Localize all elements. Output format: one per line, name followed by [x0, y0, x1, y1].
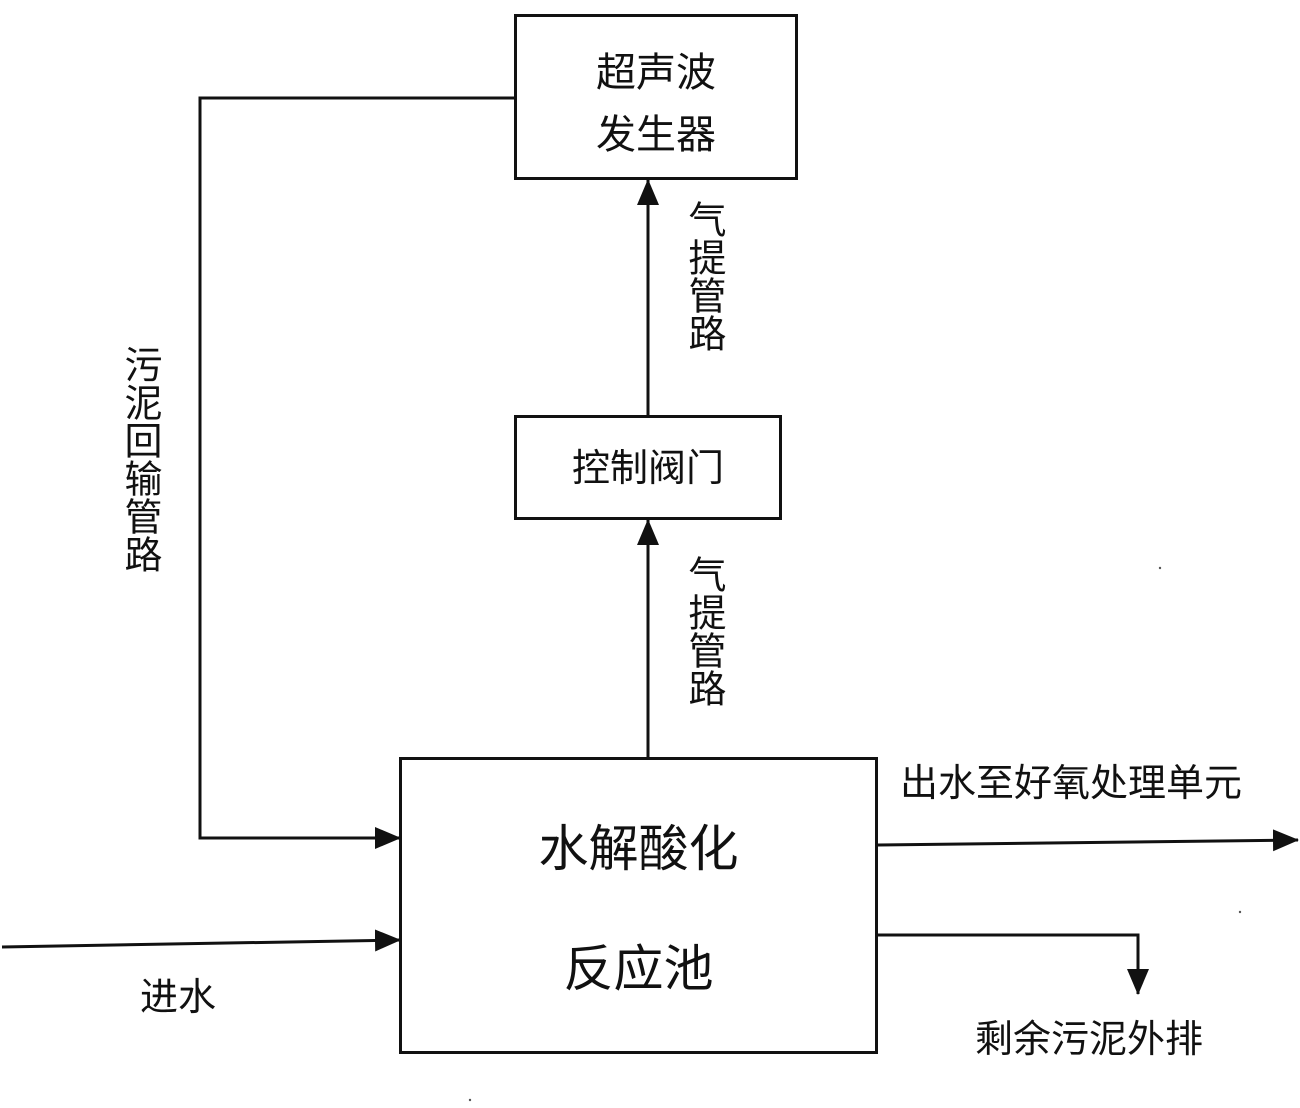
airlift-lower-label: 气提管路	[682, 555, 726, 707]
reactor-box: 水解酸化 反应池	[399, 757, 878, 1054]
control-valve-label: 控制阀门	[571, 446, 724, 490]
ultrasonic-generator-box: 超声波 发生器	[514, 14, 798, 180]
outlet-label: 出水至好氧处理单元	[900, 761, 1243, 805]
speck	[1238, 910, 1242, 914]
excess-sludge-label: 剩余污泥外排	[975, 1017, 1204, 1061]
inlet-label: 进水	[140, 975, 217, 1019]
reactor-label-line2: 反应池	[563, 940, 714, 998]
speck	[468, 1098, 472, 1102]
speck	[1158, 566, 1162, 570]
reactor-label-line1: 水解酸化	[538, 820, 739, 878]
ultrasonic-generator-label-line1: 超声波	[596, 50, 716, 96]
sludge-return-label: 污泥回输管路	[118, 345, 162, 573]
sludge-return-pipe	[198, 96, 516, 849]
airlift-upper-label: 气提管路	[682, 200, 726, 352]
control-valve-box: 控制阀门	[514, 415, 782, 520]
ultrasonic-generator-label-line2: 发生器	[596, 112, 716, 158]
inlet-pipe	[1, 929, 401, 952]
excess-sludge-pipe	[878, 933, 1149, 995]
outlet-pipe	[877, 829, 1299, 852]
